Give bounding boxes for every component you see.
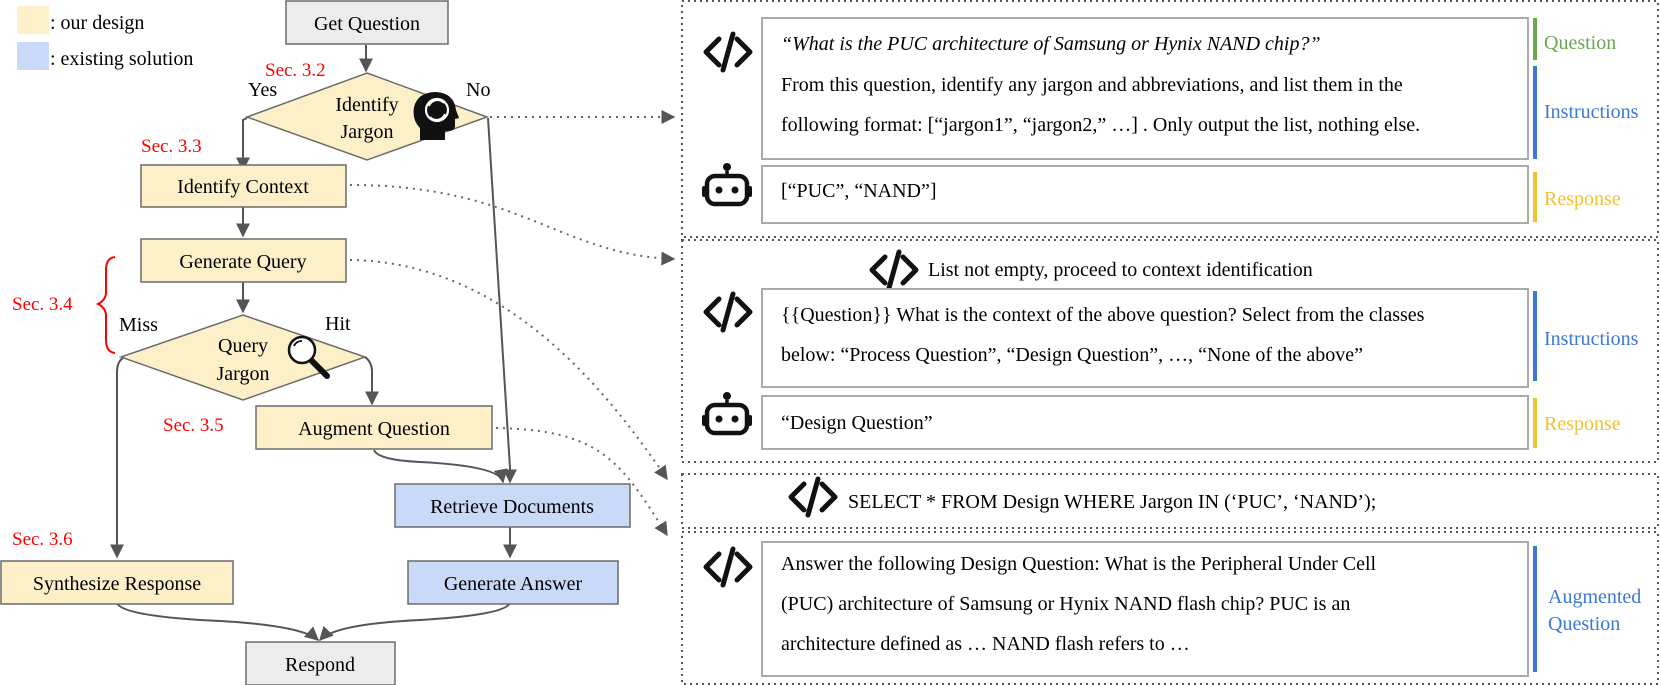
node-identify-jargon-label-2: Jargon — [341, 121, 394, 143]
panel2-response-text: “Design Question” — [781, 412, 933, 434]
legend-existing-solution-label: : existing solution — [50, 48, 193, 70]
panel-context-identification — [681, 239, 1659, 463]
panel1-instruction-line-2: following format: [“jargon1”, “jargon2,”… — [781, 114, 1420, 136]
panel4-prompt-box — [761, 541, 1529, 677]
robot-icon — [704, 392, 750, 433]
code-icon — [872, 252, 916, 288]
panel2-instruction-line-2: below: “Process Question”, “Design Quest… — [781, 344, 1363, 366]
miss-label: Miss — [119, 314, 158, 336]
legend-swatch-our-design — [17, 6, 49, 34]
panel2-prompt-box — [761, 288, 1529, 388]
panel1-response-text: [“PUC”, “NAND”] — [781, 180, 937, 202]
node-query-jargon-label-1: Query — [218, 335, 268, 357]
panel1-prompt-box — [761, 17, 1529, 160]
edge-answer-to-respond — [319, 602, 511, 642]
legend-swatch-existing-solution — [17, 42, 49, 70]
node-identify-context-label: Identify Context — [177, 176, 309, 198]
panel1-question-text: “What is the PUC architecture of Samsung… — [781, 33, 1321, 55]
node-generate-query — [140, 238, 347, 283]
section-3-4-brace — [95, 256, 116, 354]
panel2-response-box — [761, 395, 1529, 450]
node-identify-jargon-label-1: Identify — [335, 94, 398, 116]
panel2-instruction-line-1: {{Question}} What is the context of the … — [781, 304, 1425, 326]
panel2-response-label: Response — [1544, 413, 1621, 435]
node-retrieve-documents-label: Retrieve Documents — [430, 496, 594, 518]
panel2-header-text: List not empty, proceed to context ident… — [928, 259, 1313, 281]
node-synthesize-response — [0, 560, 234, 605]
panel1-response-box — [761, 165, 1529, 224]
hit-label: Hit — [325, 313, 351, 335]
code-icon — [706, 549, 750, 585]
link-identify-context — [349, 184, 676, 266]
panel1-response-label: Response — [1544, 188, 1621, 210]
node-generate-answer — [407, 560, 619, 605]
panel1-question-label: Question — [1544, 32, 1616, 54]
panel4-label-1: Augmented — [1548, 586, 1641, 608]
panel4-line-3: architecture defined as … NAND flash ref… — [781, 633, 1190, 655]
panel2-instructions-label: Instructions — [1544, 328, 1639, 350]
section-label-3-2: Sec. 3.2 — [265, 60, 326, 81]
magnifier-icon — [287, 335, 330, 379]
node-augment-question — [255, 405, 493, 450]
panel-jargon-identification — [681, 0, 1659, 238]
no-label: No — [466, 79, 490, 101]
panel1-instruction-line-1: From this question, identify any jargon … — [781, 74, 1403, 96]
panel-sql-query — [681, 473, 1659, 529]
panel4-line-1: Answer the following Design Question: Wh… — [781, 553, 1377, 575]
edge-hit-to-augment — [364, 356, 379, 406]
node-get-question-label: Get Question — [314, 13, 420, 35]
node-query-jargon-label-2: Jargon — [217, 363, 270, 385]
robot-icon — [704, 163, 750, 204]
code-icon — [791, 479, 835, 515]
panel1-instructions-label: Instructions — [1544, 101, 1639, 123]
panel3-sql-text: SELECT * FROM Design WHERE Jargon IN (‘P… — [848, 491, 1376, 513]
edge-miss-to-synthesize — [110, 357, 124, 559]
link-generate-query — [349, 259, 668, 481]
node-augment-question-label: Augment Question — [298, 418, 450, 440]
yes-label: Yes — [248, 79, 277, 101]
section-label-3-4: Sec. 3.4 — [12, 294, 73, 315]
section-label-3-3: Sec. 3.3 — [141, 136, 202, 157]
node-identify-context — [140, 164, 347, 208]
edge-no-to-retrieve — [487, 117, 517, 484]
link-augment-question — [495, 427, 668, 537]
section-label-3-6: Sec. 3.6 — [12, 529, 73, 550]
edge-synthesize-to-respond — [116, 602, 320, 641]
panel4-line-2: (PUC) architecture of Samsung or Hynix N… — [781, 593, 1350, 615]
node-get-question — [285, 0, 449, 45]
node-generate-answer-label: Generate Answer — [444, 573, 583, 595]
panel4-label-2: Question — [1548, 613, 1620, 635]
node-respond — [245, 641, 396, 685]
legend-our-design-label: : our design — [50, 12, 144, 34]
code-icon — [706, 294, 750, 330]
node-respond-label: Respond — [285, 654, 355, 676]
edge-augment-to-retrieve — [373, 449, 508, 484]
code-icon — [706, 34, 750, 70]
panel-augmented-question — [681, 531, 1659, 685]
node-synthesize-response-label: Synthesize Response — [33, 573, 201, 595]
section-label-3-5: Sec. 3.5 — [163, 415, 224, 436]
edge-yes-to-context — [236, 117, 250, 172]
node-retrieve-documents — [394, 483, 631, 528]
node-generate-query-label: Generate Query — [179, 251, 306, 273]
ai-head-icon — [413, 92, 459, 140]
